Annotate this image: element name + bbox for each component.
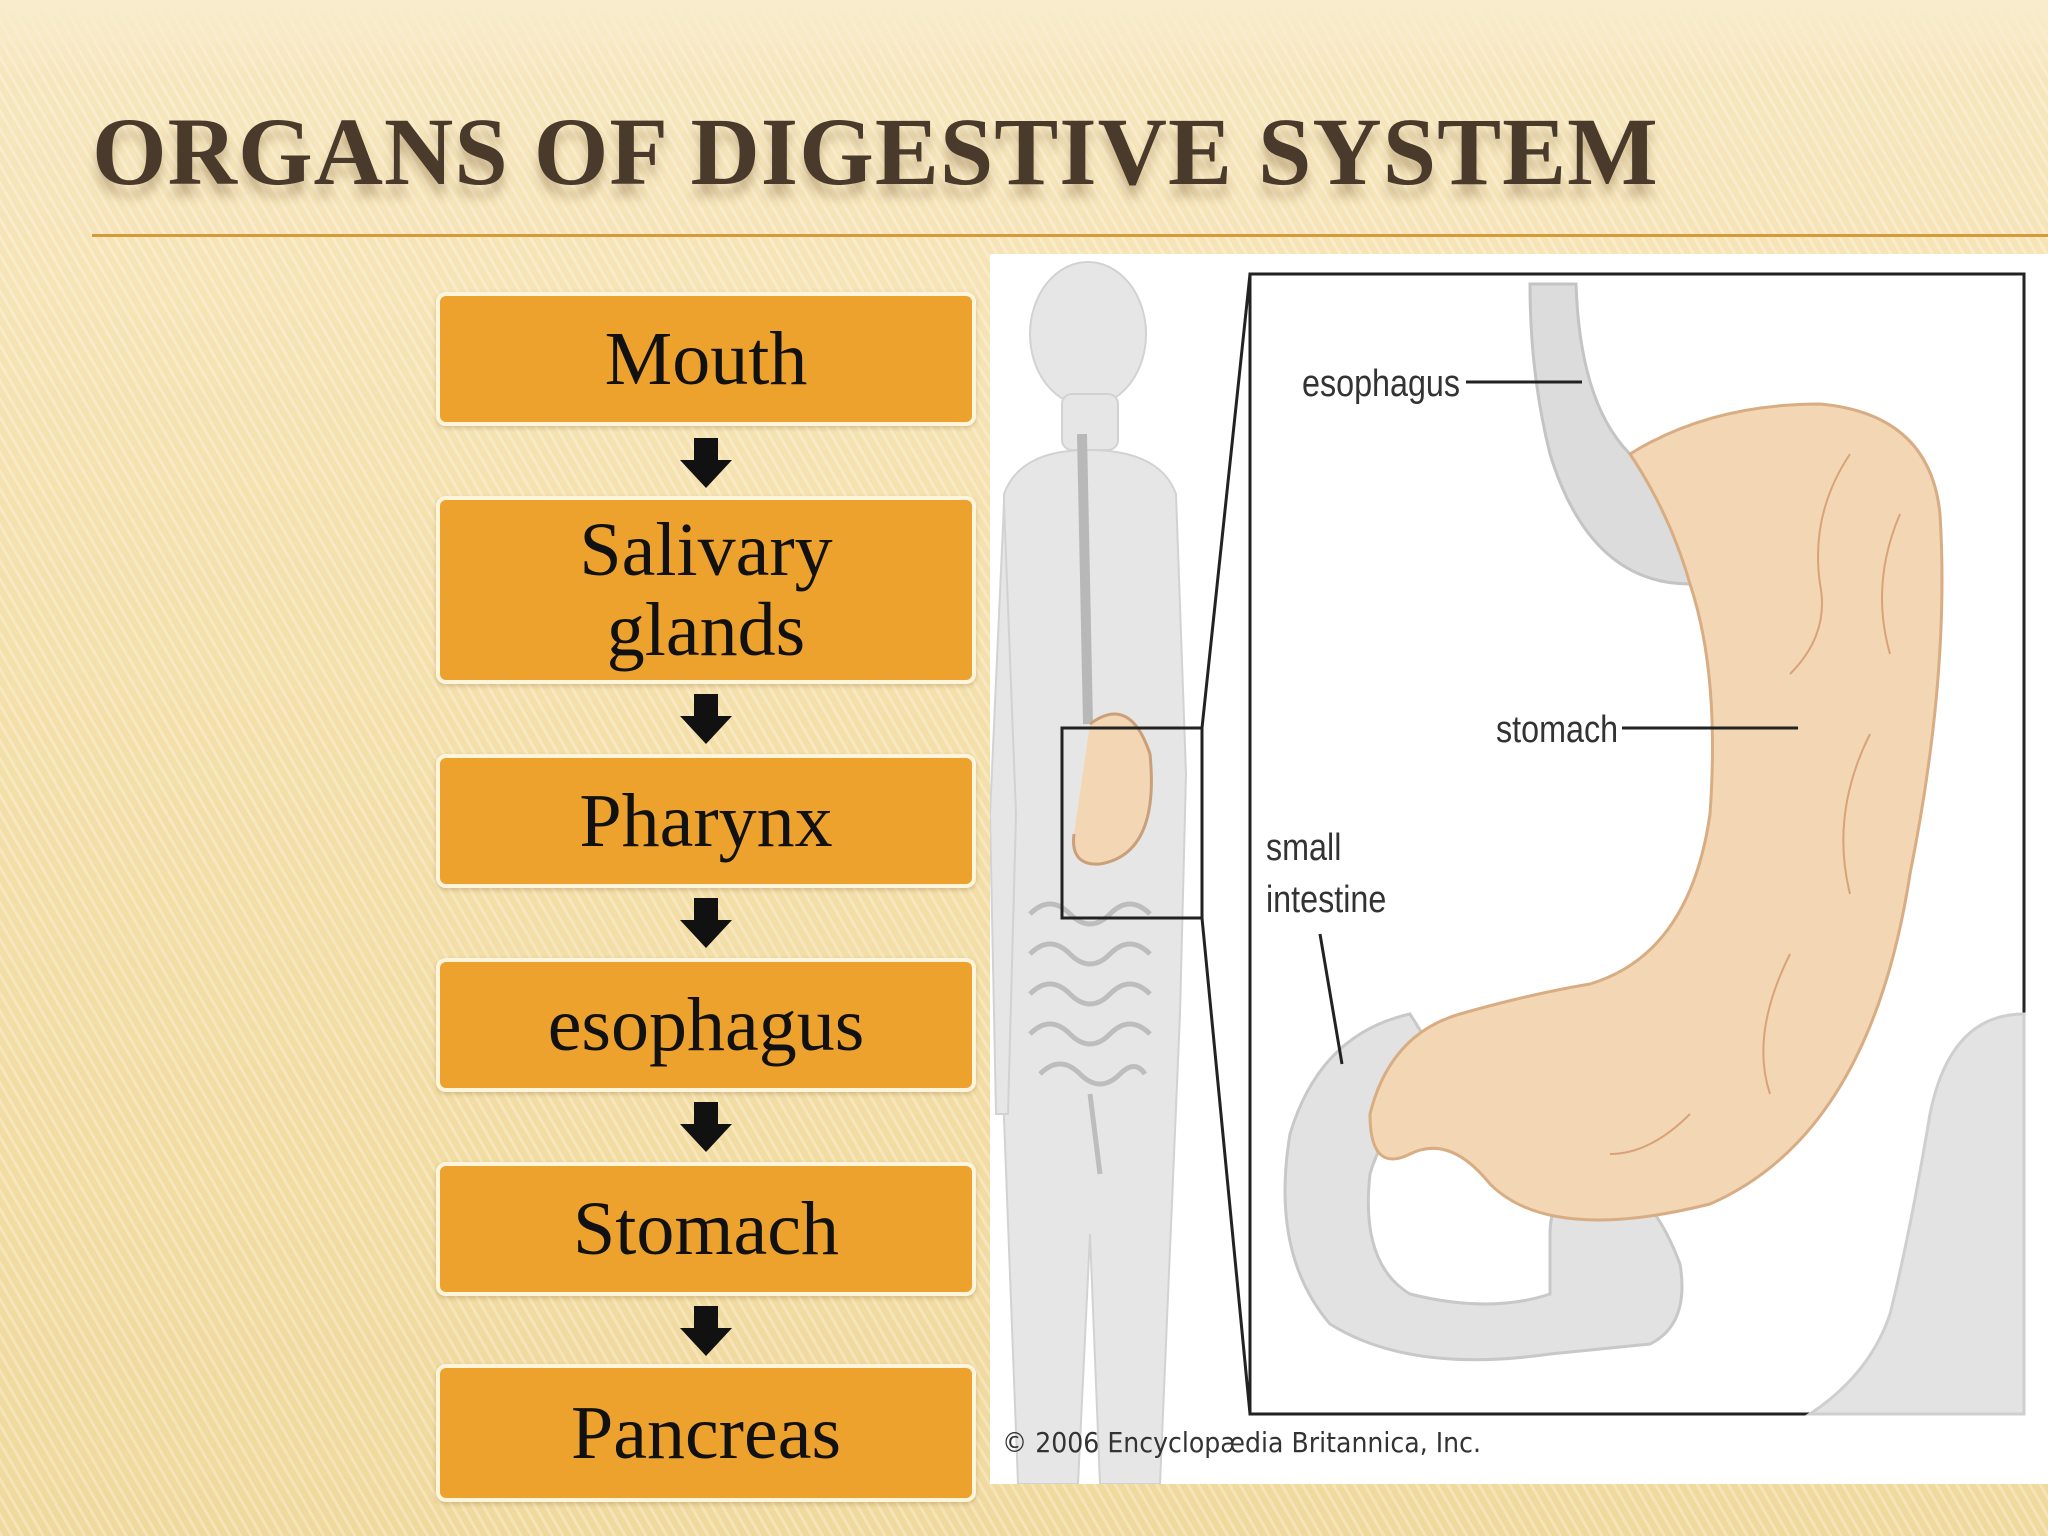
- small-intestine-leader: [1318, 933, 1344, 1065]
- flow-step-esophagus: esophagus: [436, 958, 976, 1092]
- flow-step-label: Pancreas: [570, 1391, 842, 1475]
- label-small-intestine-line2: intestine: [1266, 879, 1387, 921]
- flow-step-label: Salivary glands: [579, 508, 833, 672]
- stomach-vessels: [1609, 453, 1901, 1155]
- anatomy-illustration: [990, 261, 2026, 1484]
- flow-step-pancreas: Pancreas: [436, 1364, 976, 1502]
- flow-step-label: Stomach: [573, 1187, 839, 1271]
- body-stomach: [1072, 712, 1153, 866]
- label-esophagus: esophagus: [1302, 363, 1461, 405]
- magnified-stomach: [1368, 402, 1944, 1222]
- zoom-region-box: [1060, 726, 1204, 920]
- flow-step-salivary-glands: Salivary glands: [436, 496, 976, 684]
- body-esophagus: [1077, 433, 1093, 725]
- down-arrow-icon: [680, 1306, 732, 1356]
- large-intestine: [1805, 1012, 2026, 1416]
- digestive-anatomy-figure: esophagus stomach small intestine © 2006…: [990, 254, 2048, 1484]
- down-arrow-icon: [680, 694, 732, 744]
- slide-title: ORGANS OF DIGESTIVE SYSTEM: [92, 98, 1659, 205]
- flow-step-label: esophagus: [547, 983, 865, 1067]
- flow-step-label: Pharynx: [579, 779, 833, 863]
- down-arrow-icon: [680, 1102, 732, 1152]
- flow-step-label: Mouth: [604, 317, 808, 401]
- label-small-intestine-line1: small: [1266, 827, 1342, 869]
- body-intestines: [1028, 901, 1152, 1175]
- title-underline: [92, 234, 2048, 237]
- down-arrow-icon: [680, 898, 732, 948]
- body-silhouette: [990, 261, 1188, 1484]
- down-arrow-icon: [680, 438, 732, 488]
- title-band: [0, 0, 2048, 80]
- flow-step-mouth: Mouth: [436, 292, 976, 426]
- flow-step-pharynx: Pharynx: [436, 754, 976, 888]
- copyright-notice: © 2006 Encyclopædia Britannica, Inc.: [1002, 1426, 1481, 1459]
- label-stomach: stomach: [1496, 709, 1619, 751]
- flow-step-stomach: Stomach: [436, 1162, 976, 1296]
